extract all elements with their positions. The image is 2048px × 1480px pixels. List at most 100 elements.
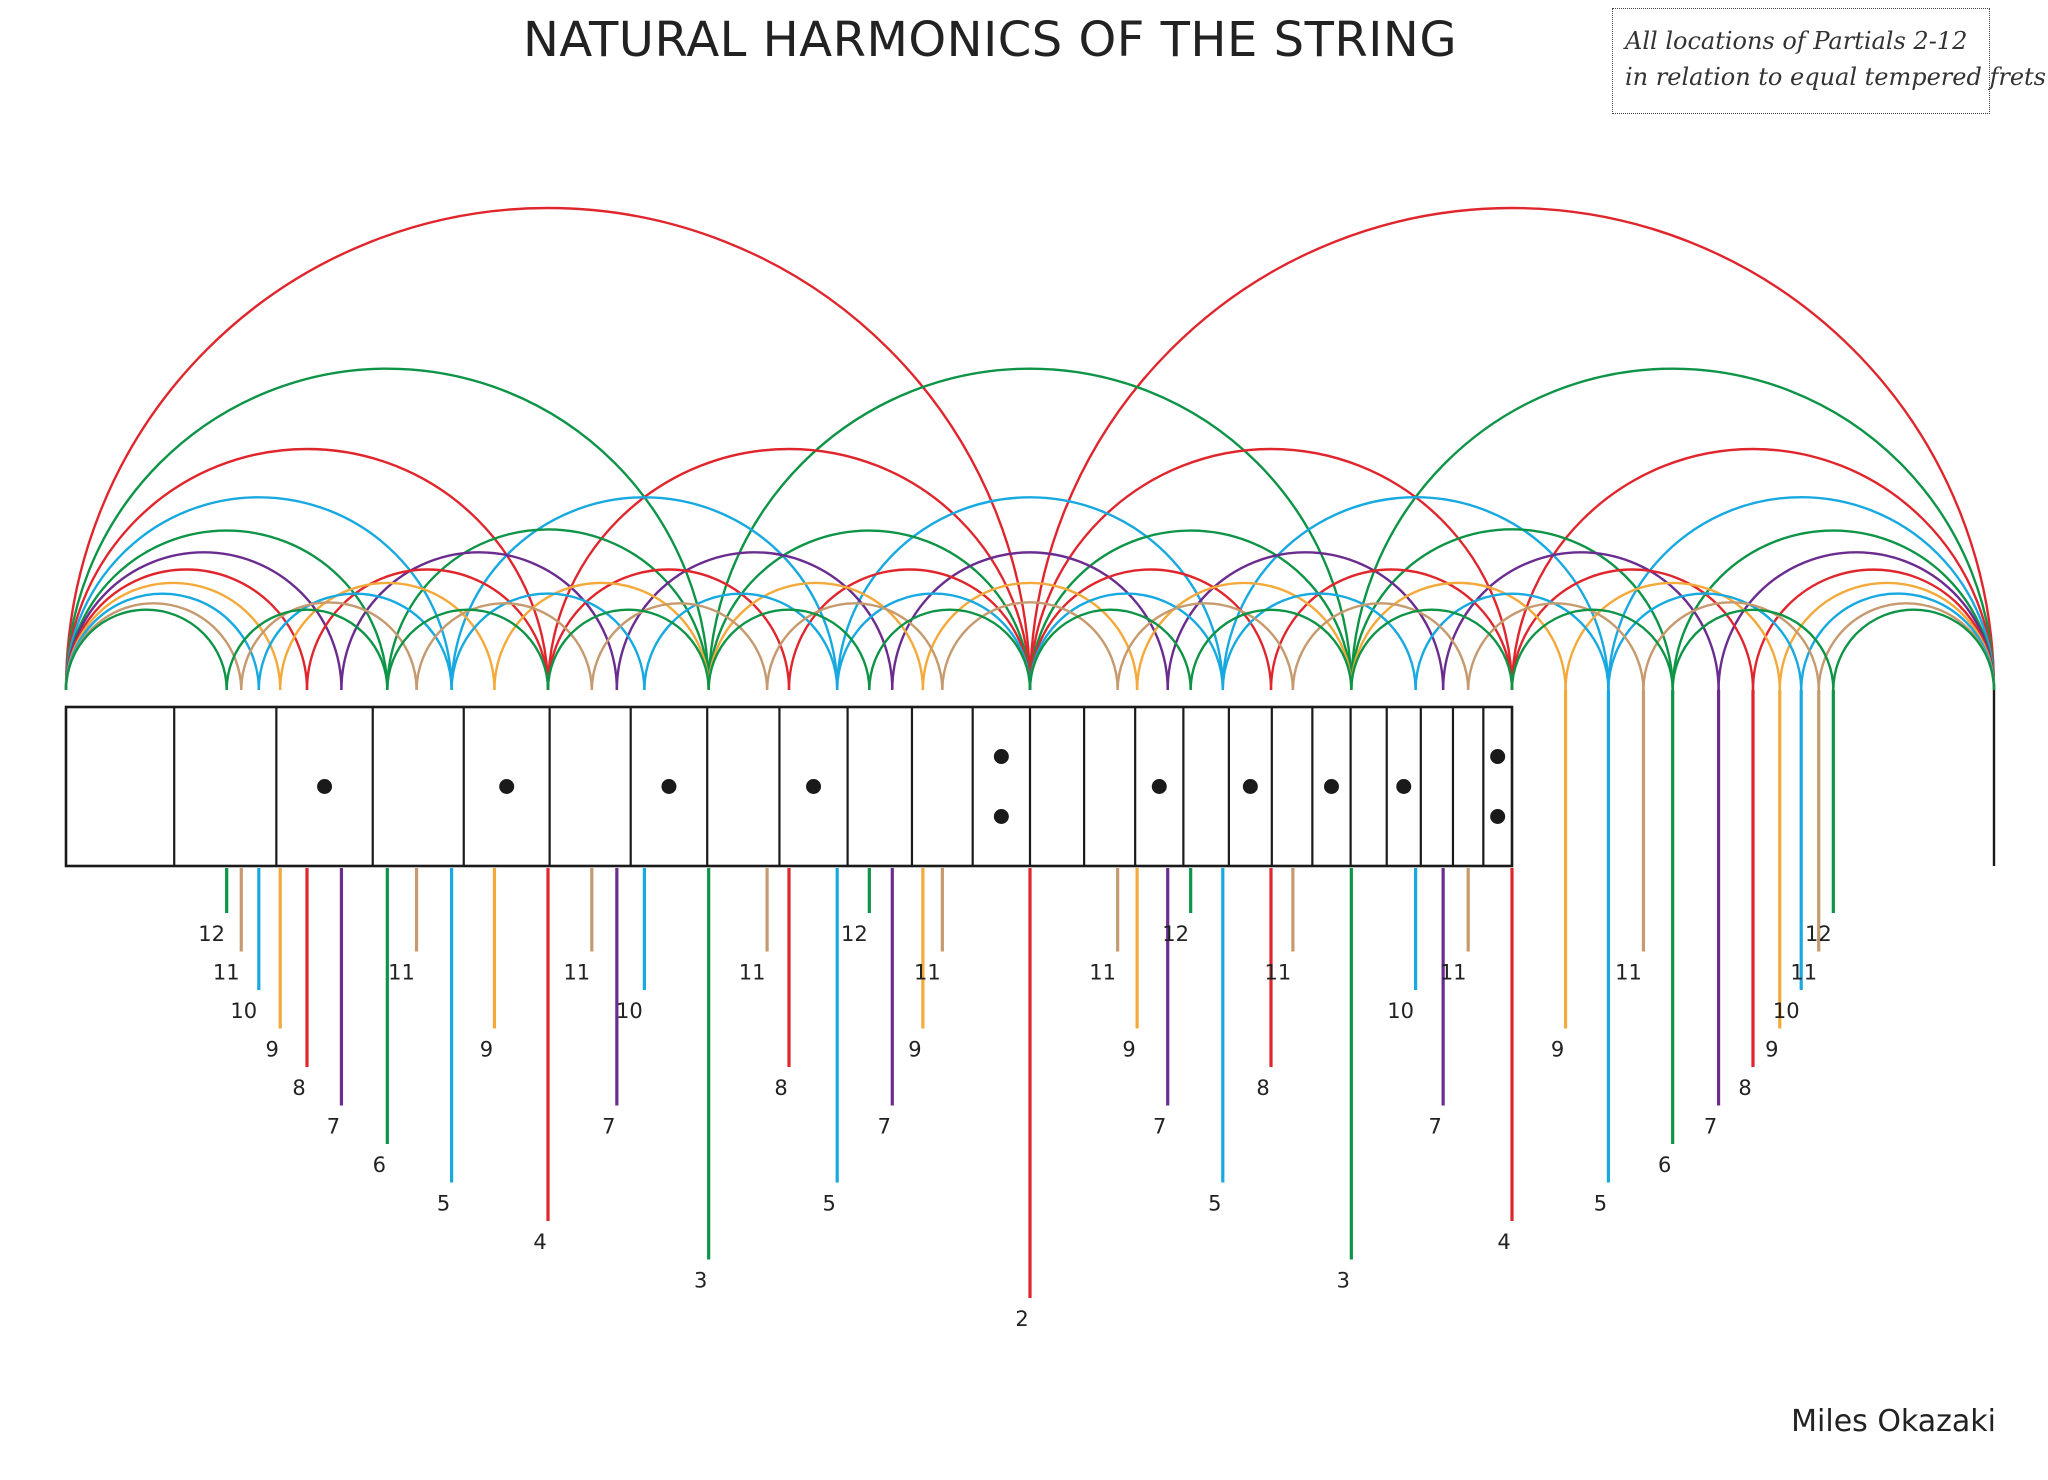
- partial-label-12: 12: [841, 922, 868, 946]
- fret-marker-dot: [661, 779, 677, 794]
- partial-label-4: 4: [533, 1230, 546, 1254]
- partial-label-11: 11: [213, 961, 240, 985]
- arc-partial-3: [707, 367, 1353, 691]
- fret-marker-dot: [1323, 779, 1339, 794]
- partial-label-8: 8: [1738, 1076, 1751, 1100]
- arc-partial-5: [64, 496, 453, 691]
- partial-label-7: 7: [1153, 1115, 1166, 1139]
- arc-partial-12: [1189, 608, 1353, 691]
- partial-label-10: 10: [230, 999, 257, 1023]
- arc-partial-7: [615, 551, 894, 691]
- arc-partial-12: [1671, 608, 1835, 691]
- arc-partial-8: [1751, 568, 1996, 691]
- arc-partial-9: [1778, 581, 1996, 691]
- partial-label-3: 3: [1337, 1269, 1350, 1293]
- arc-partial-5: [1221, 496, 1610, 691]
- partial-label-9: 9: [480, 1038, 493, 1062]
- arc-partial-10: [836, 592, 1032, 691]
- partial-label-11: 11: [1089, 961, 1116, 985]
- partial-label-8: 8: [774, 1076, 787, 1100]
- arc-partial-9: [279, 581, 496, 691]
- fret-marker-dot: [499, 779, 515, 794]
- arc-partial-5: [1607, 496, 1996, 691]
- partial-label-11: 11: [388, 961, 415, 985]
- partial-label-11: 11: [1265, 961, 1292, 985]
- arc-partial-12: [1028, 608, 1192, 691]
- partial-label-8: 8: [292, 1076, 305, 1100]
- arc-partial-10: [1221, 592, 1417, 691]
- partial-label-2: 2: [1015, 1307, 1028, 1331]
- partial-label-9: 9: [1122, 1038, 1135, 1062]
- arc-partial-3: [1350, 367, 1996, 691]
- fret-marker-dot: [806, 779, 822, 794]
- partial-label-7: 7: [327, 1115, 340, 1139]
- partial-label-4: 4: [1497, 1230, 1510, 1254]
- arc-partial-9: [707, 581, 925, 691]
- arc-partial-6: [707, 529, 1032, 691]
- arc-partial-11: [1642, 601, 1820, 691]
- arc-partial-12: [707, 608, 871, 691]
- arc-partial-4: [1510, 447, 1996, 691]
- arc-partial-6: [64, 529, 389, 691]
- fret-marker-dot: [993, 749, 1009, 764]
- fret-marker-dot: [1242, 779, 1258, 794]
- partial-label-5: 5: [437, 1192, 450, 1216]
- partial-label-9: 9: [908, 1038, 921, 1062]
- arc-partial-8: [64, 568, 309, 691]
- arc-partial-4: [1028, 447, 1514, 691]
- partial-label-6: 6: [1658, 1153, 1671, 1177]
- partial-label-7: 7: [602, 1115, 615, 1139]
- partial-label-11: 11: [914, 961, 941, 985]
- partial-label-10: 10: [616, 999, 643, 1023]
- arc-partial-7: [891, 551, 1169, 691]
- partial-label-7: 7: [1704, 1115, 1717, 1139]
- arc-partial-8: [305, 568, 550, 691]
- partial-label-11: 11: [739, 961, 766, 985]
- arc-partial-8: [787, 568, 1032, 691]
- arc-partial-10: [1800, 592, 1996, 691]
- caption-box: All locations of Partials 2-12 in relati…: [1612, 8, 2046, 114]
- caption-line-1: All locations of Partials 2-12: [1625, 27, 1968, 55]
- fret-marker-dot: [317, 779, 333, 794]
- arc-partial-10: [64, 592, 260, 691]
- diagram-title: NATURAL HARMONICS OF THE STRING: [522, 12, 1458, 68]
- arc-partial-10: [257, 592, 453, 691]
- caption-line-2: in relation to equal tempered frets: [1625, 63, 2046, 91]
- arc-partial-4: [546, 447, 1032, 691]
- arc-partial-12: [1350, 608, 1514, 691]
- partial-label-5: 5: [1208, 1192, 1221, 1216]
- arc-partial-9: [1350, 581, 1567, 691]
- arc-partial-11: [1466, 602, 1645, 691]
- arc-partial-8: [1269, 568, 1514, 691]
- arc-partial-12: [546, 608, 710, 691]
- partial-label-10: 10: [1773, 999, 1800, 1023]
- fret-marker-dot: [1396, 779, 1412, 794]
- arc-partial-8: [1028, 568, 1273, 691]
- arc-partial-6: [1671, 529, 1996, 691]
- arc-partial-6: [386, 528, 710, 691]
- arc-partial-10: [450, 592, 646, 691]
- arc-partial-2: [64, 206, 1032, 691]
- arc-partial-12: [1510, 608, 1674, 691]
- partial-label-11: 11: [1440, 961, 1467, 985]
- arc-partial-9: [1135, 581, 1353, 691]
- partial-label-9: 9: [1551, 1038, 1564, 1062]
- arc-partial-11: [765, 602, 944, 691]
- arc-partial-8: [546, 568, 791, 691]
- arc-partial-9: [921, 581, 1139, 691]
- arc-partial-2: [1028, 206, 1996, 691]
- fret-marker-dot: [993, 809, 1009, 824]
- arc-partial-11: [415, 602, 594, 691]
- partial-label-3: 3: [694, 1269, 707, 1293]
- arc-partial-11: [1116, 602, 1295, 691]
- partial-label-10: 10: [1387, 999, 1414, 1023]
- arc-partial-12: [64, 608, 228, 691]
- arc-partial-6: [1028, 529, 1353, 691]
- fretboard: [64, 690, 1996, 868]
- arc-partial-7: [1166, 551, 1445, 691]
- partial-label-6: 6: [373, 1153, 386, 1177]
- arc-partial-5: [450, 496, 839, 691]
- partial-label-9: 9: [266, 1038, 279, 1062]
- arc-partial-9: [493, 581, 710, 691]
